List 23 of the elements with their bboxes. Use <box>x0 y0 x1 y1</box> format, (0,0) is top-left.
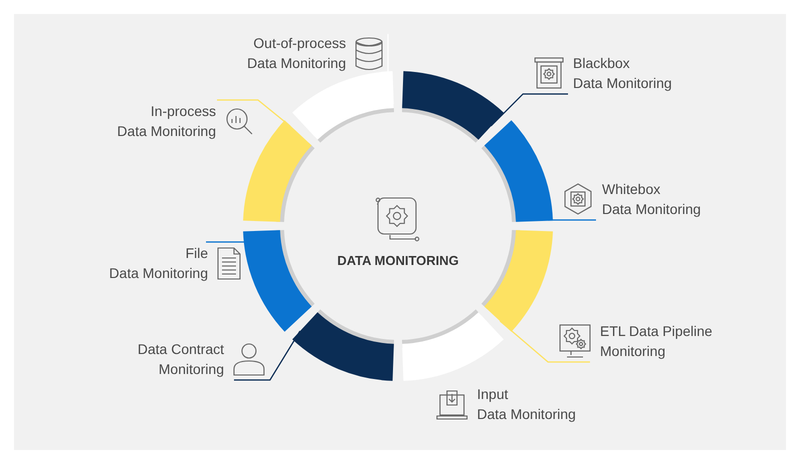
leader-line <box>490 93 568 126</box>
ring-segment <box>402 71 504 143</box>
ring-segment <box>243 230 315 332</box>
leader-line <box>206 241 246 243</box>
segment-label: Whitebox Data Monitoring <box>602 180 701 219</box>
leader-line <box>217 99 290 126</box>
segment-label: Blackbox Data Monitoring <box>573 54 672 93</box>
segment-label: ETL Data Pipeline Monitoring <box>600 322 712 361</box>
ring-segment <box>481 120 553 222</box>
segment-label: File Data Monitoring <box>109 244 208 283</box>
segment-label: Out-of-process Data Monitoring <box>247 34 346 73</box>
segment-label: Input Data Monitoring <box>477 385 576 424</box>
leader-line <box>500 320 590 363</box>
leader-line <box>548 219 596 221</box>
leader-line <box>234 330 301 381</box>
center-title: DATA MONITORING <box>337 252 459 270</box>
ring-segment <box>292 309 394 381</box>
ring-segment <box>402 309 504 381</box>
ring-segment <box>481 230 553 332</box>
segment-label: Data Contract Monitoring <box>138 340 224 379</box>
segment-label: In-process Data Monitoring <box>117 102 216 141</box>
ring-segment <box>292 71 394 143</box>
ring-segment <box>243 120 315 222</box>
